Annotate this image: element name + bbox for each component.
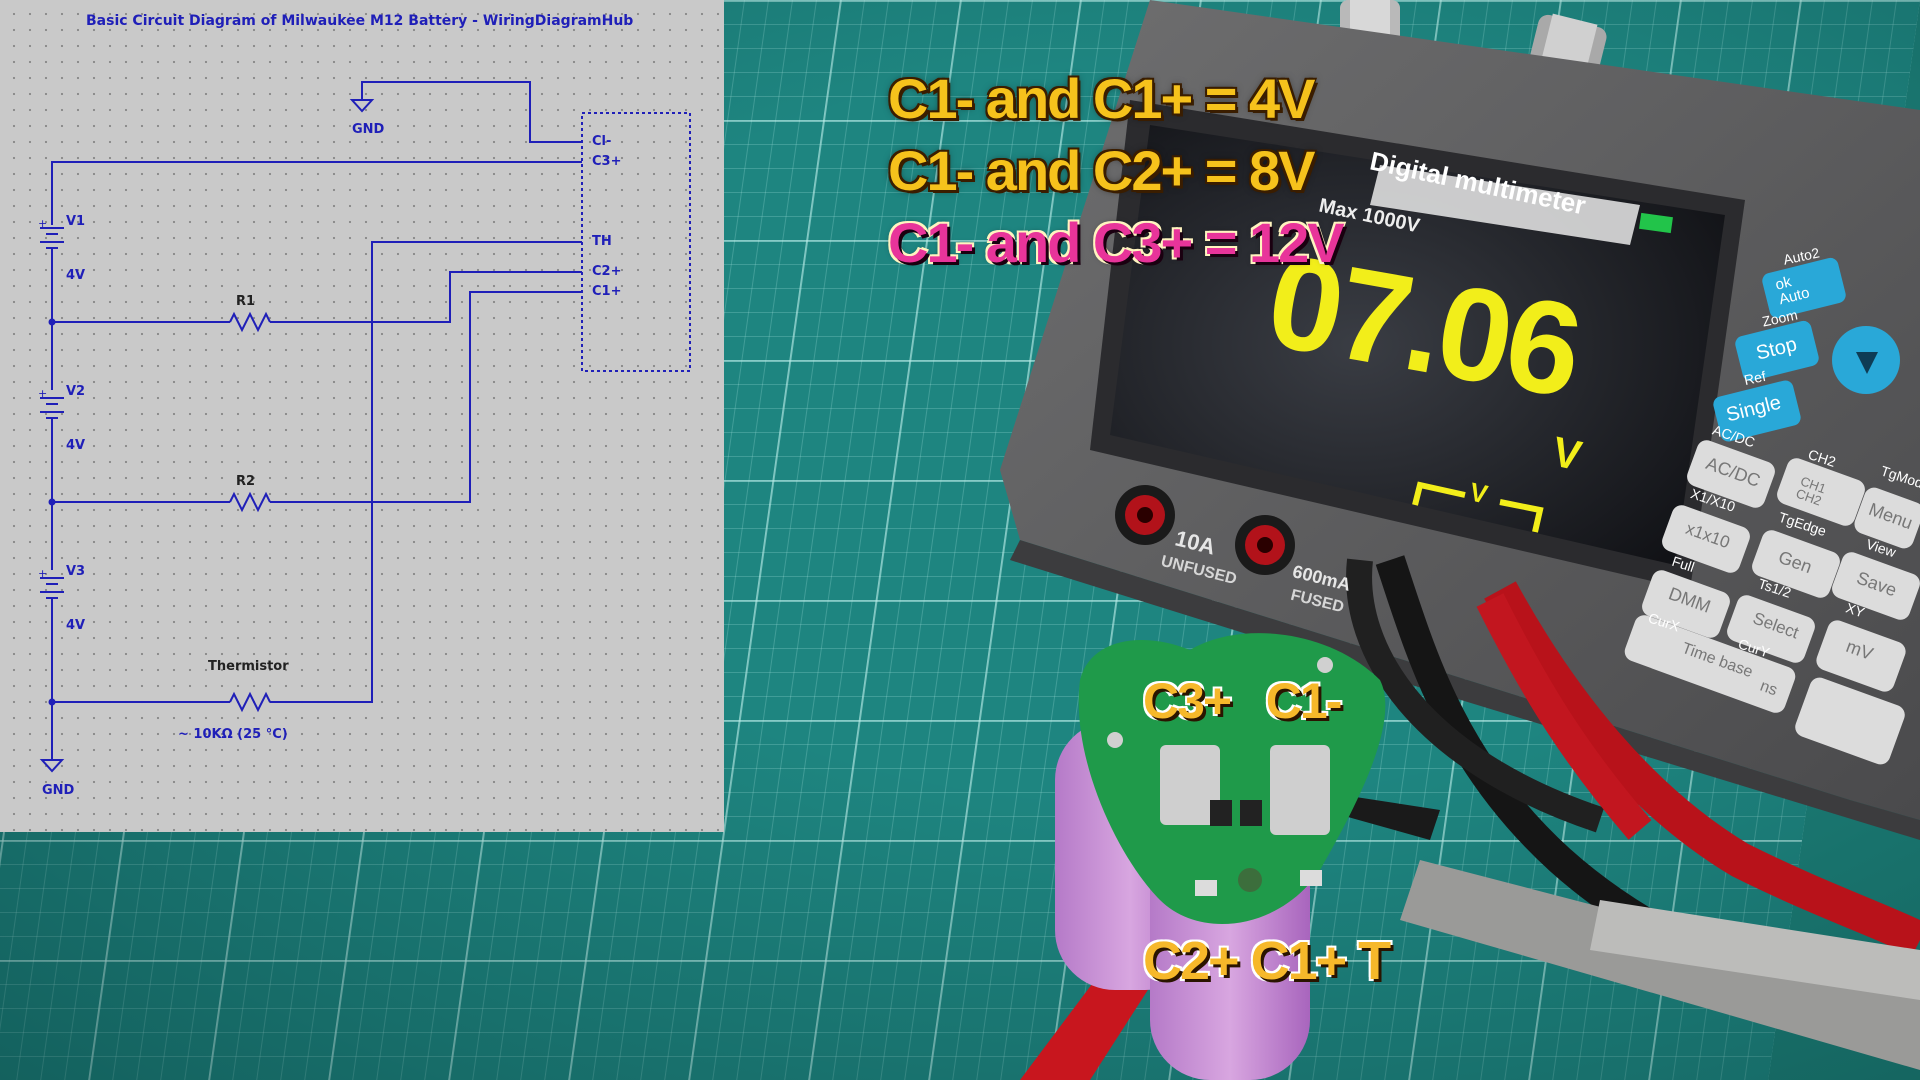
resistor-r1-label: R1 [236,294,256,309]
svg-text:+: + [38,387,47,400]
pin-c2-plus: C2+ [592,264,622,279]
pin-c3-plus: C3+ [592,154,622,169]
caption-line-2: C1- and C2+ = 8V [888,139,1316,202]
svg-text:+: + [38,217,47,230]
svg-text:+: + [38,567,47,580]
pin-th: TH [592,234,612,249]
pin-c1-plus: C1+ [592,284,622,299]
circuit-schematic: + + + Basic Circuit Diagram of Milwaukee… [0,0,724,832]
schematic-wires: + + + [38,81,691,773]
pin-label-top: C3+ C1- [1143,673,1342,729]
schematic-title: Basic Circuit Diagram of Milwaukee M12 B… [86,13,634,29]
pin-label-bottom: C2+ C1+ T [1143,931,1391,991]
battery-v2-name: V2 [66,384,86,399]
keypad [1624,257,1920,765]
caption-line-3: C1- and C3+ = 12V [888,211,1345,274]
resistor-r2-label: R2 [236,474,256,489]
battery-pcb [1078,633,1386,924]
gnd-bottom-label: GND [42,783,75,798]
battery-v3-name: V3 [66,564,86,579]
battery-v1-name: V1 [66,214,86,229]
battery-v2-value: 4V [66,438,86,453]
caption-line-1: C1- and C1+ = 4V [888,67,1316,130]
thermistor-value: ~ 10KΩ (25 °C) [178,727,288,742]
red-probe-lead [1484,581,1920,957]
input-jack-600ma [1235,515,1295,575]
battery-v1-value: 4V [66,268,86,283]
battery-pack [1055,633,1386,1080]
input-jack-10a [1115,485,1175,545]
pin-cl-minus: Cl- [592,134,612,149]
battery-v3-value: 4V [66,618,86,633]
gnd-top-label: GND [352,122,385,137]
thermistor-label: Thermistor [208,659,289,674]
